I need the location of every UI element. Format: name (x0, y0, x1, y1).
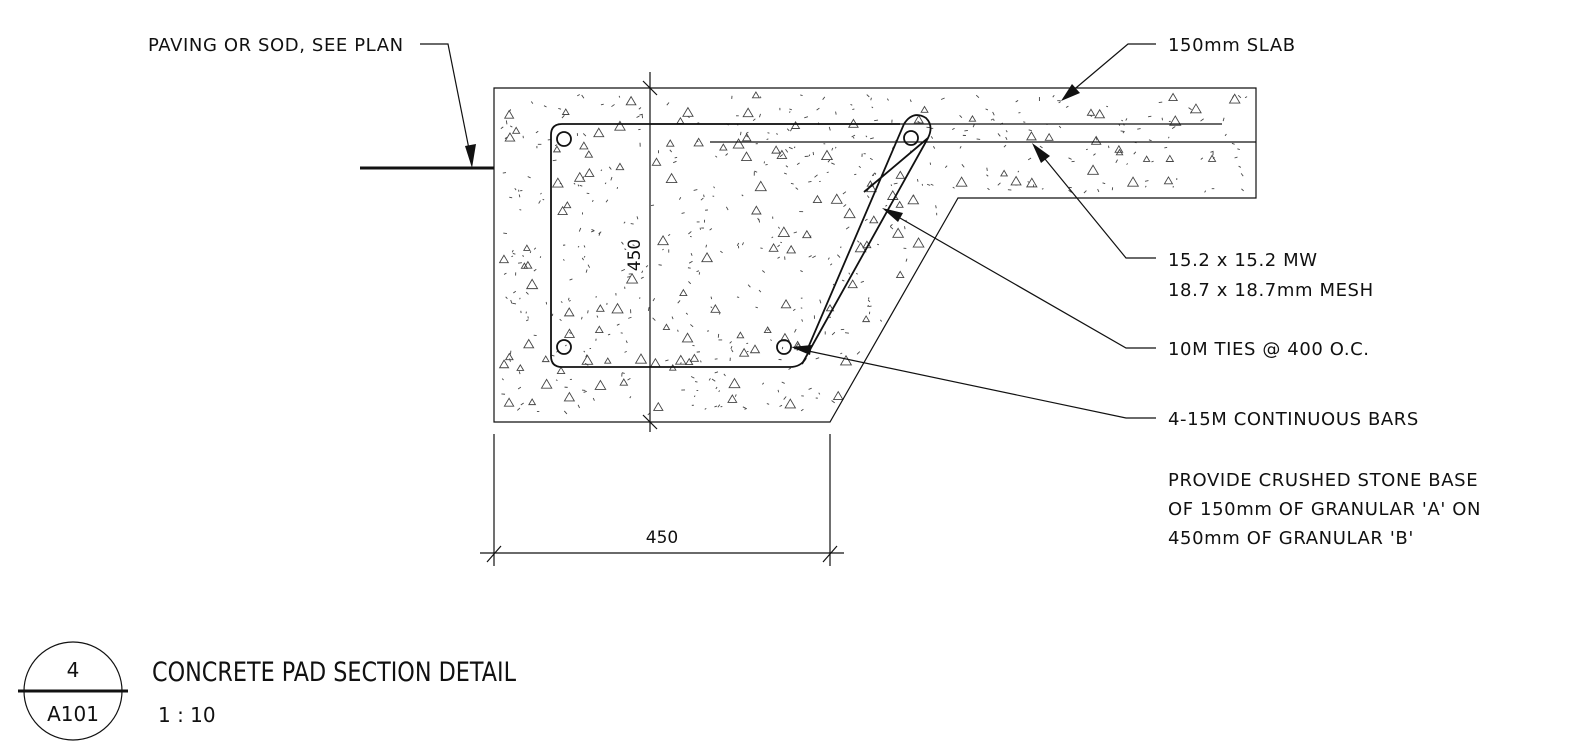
label-slab: 150mm SLAB (1168, 35, 1296, 56)
tie-inclined (801, 114, 932, 365)
detail-scale: 1 : 10 (158, 703, 216, 727)
label-ties: 10M TIES @ 400 O.C. (1168, 339, 1370, 360)
rebar-bottom-right (776, 339, 792, 355)
concrete-stipple (498, 91, 1248, 416)
sheet-number: A101 (47, 702, 99, 726)
label-base-line1: PROVIDE CRUSHED STONE BASE (1168, 470, 1478, 491)
horizontal-dimension: 450 (480, 434, 844, 566)
detail-number: 4 (67, 658, 80, 682)
leader-ties (882, 208, 1156, 349)
vertical-dimension: 450 (625, 72, 658, 432)
leader-paving (420, 43, 476, 168)
leader-bars (791, 345, 1156, 419)
detail-bubble: 4 A101 (18, 641, 128, 741)
leader-mesh (1032, 143, 1156, 259)
rebar-bottom-left (556, 339, 572, 355)
label-paving: PAVING OR SOD, SEE PLAN (148, 35, 404, 56)
label-mesh-line2: 18.7 x 18.7mm MESH (1168, 280, 1374, 301)
leader-slab (1061, 43, 1156, 101)
detail-title: CONCRETE PAD SECTION DETAIL (152, 657, 516, 688)
label-mesh-line1: 15.2 x 15.2 MW (1168, 250, 1318, 271)
vertical-dimension-text: 450 (625, 239, 645, 271)
concrete-outline (493, 87, 1257, 423)
label-base-line3: 450mm OF GRANULAR 'B' (1168, 528, 1414, 549)
tie-rectangular (550, 123, 900, 368)
rebar-top-left (556, 131, 572, 147)
rebar-top-right (903, 130, 919, 146)
label-bars: 4-15M CONTINUOUS BARS (1168, 409, 1419, 430)
label-base-line2: OF 150mm OF GRANULAR 'A' ON (1168, 499, 1481, 520)
horizontal-dimension-text: 450 (646, 528, 678, 548)
